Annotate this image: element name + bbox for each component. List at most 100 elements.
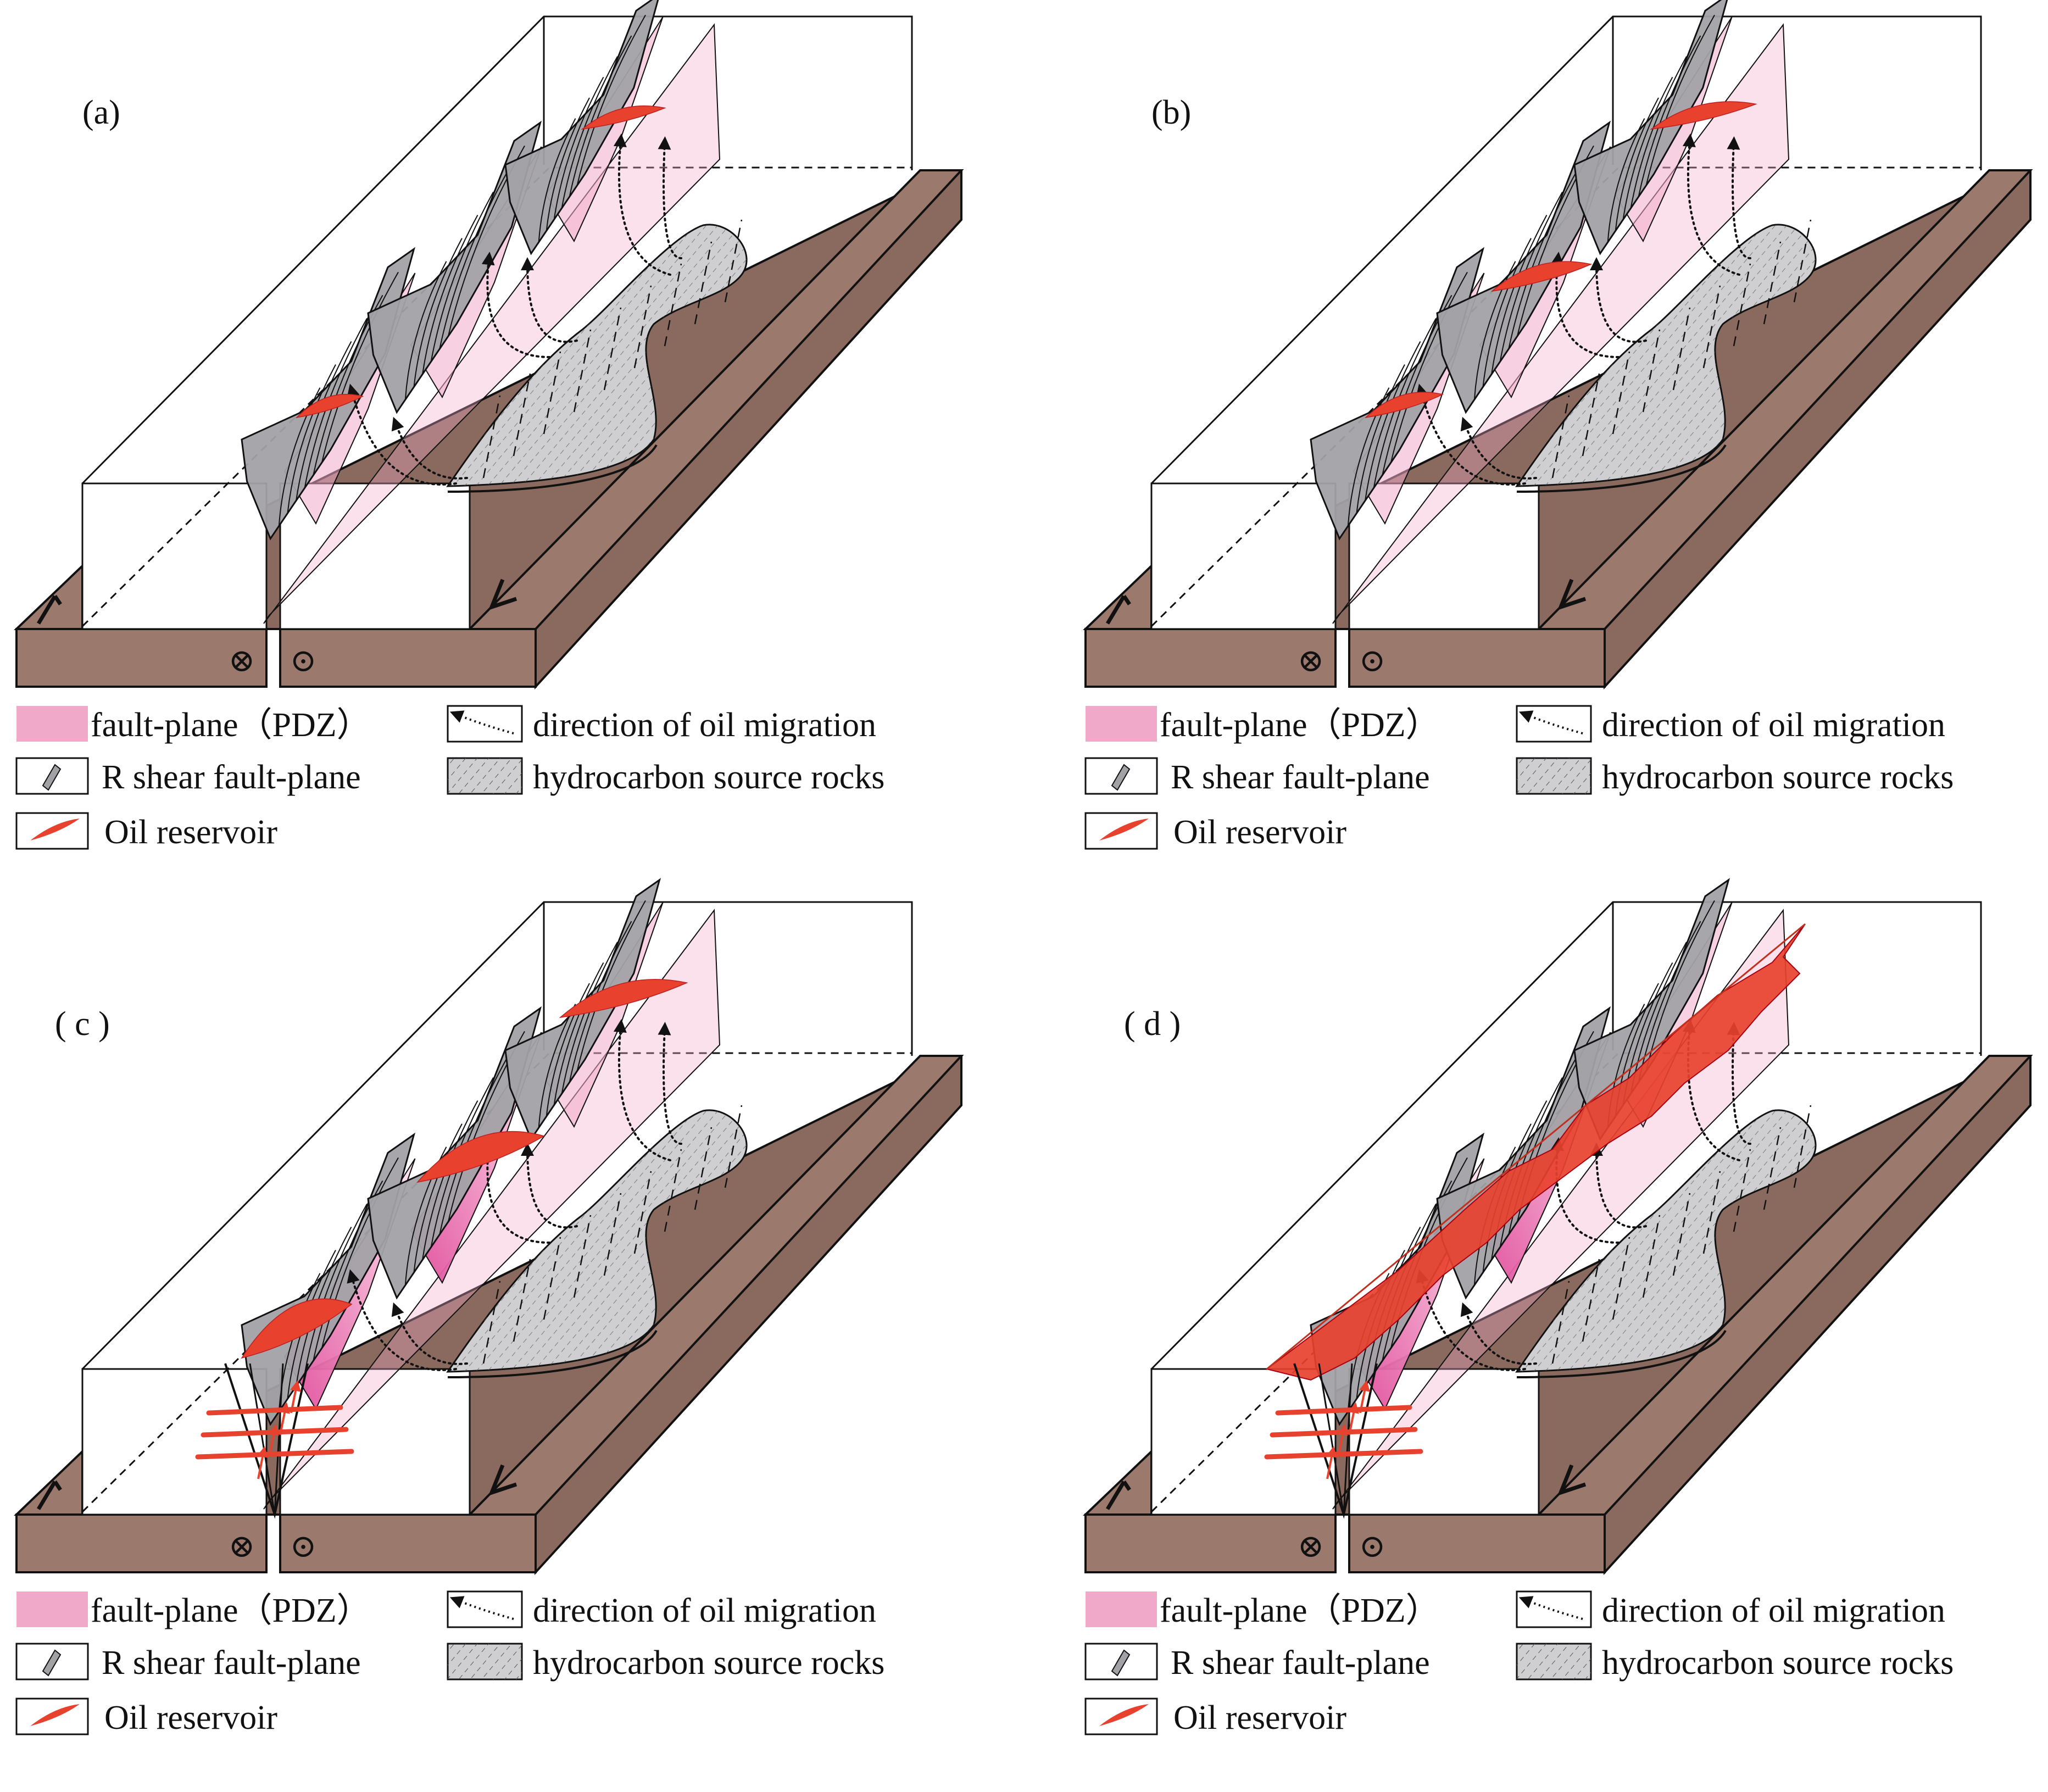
legend-source-hatch xyxy=(448,1644,522,1679)
legend-swatch-fault-plane xyxy=(16,1591,88,1627)
flower-migration-arrow xyxy=(268,1424,279,1457)
fault-rib-line xyxy=(1365,341,1421,501)
source-rock-dash-line xyxy=(1793,1105,1812,1188)
flower-migration-arrow xyxy=(1359,1380,1370,1413)
legend-label-source: hydrocarbon source rocks xyxy=(533,1644,884,1682)
fault-rib-line xyxy=(413,238,463,387)
legend-label-r-shear: R shear fault-plane xyxy=(102,1644,361,1682)
fault-rib-line xyxy=(546,983,590,1117)
box-top-edges xyxy=(1150,901,1982,1370)
flower-migration-arrow xyxy=(1326,1446,1337,1479)
into-page-symbol: ⊗ xyxy=(1298,1528,1324,1564)
into-page-symbol: ⊗ xyxy=(229,1528,255,1564)
migration-arrow xyxy=(1590,1143,1647,1229)
fault-rib-line xyxy=(553,962,604,1105)
source-rock-dash-line xyxy=(1551,395,1570,478)
oil-reservoir-ridge xyxy=(1266,923,1806,1370)
legend-label-source: hydrocarbon source rocks xyxy=(533,759,884,796)
fault-rib-line xyxy=(1615,97,1659,231)
basement-front-left xyxy=(1084,628,1337,688)
legend-source-hatch xyxy=(448,758,522,794)
source-rock-thickness xyxy=(447,1329,658,1378)
legend-migration-icon xyxy=(449,1596,514,1620)
source-rock-dash-line xyxy=(1582,373,1600,457)
flower-oil-lens xyxy=(1275,1405,1412,1416)
source-rock-dash-line xyxy=(664,1149,682,1232)
out-of-page-symbol: ⊙ xyxy=(290,643,317,678)
into-page-symbol: ⊗ xyxy=(229,643,255,678)
flower-migration-arrow xyxy=(290,1380,301,1413)
source-rock-dash-line xyxy=(543,351,561,435)
migration-arrow xyxy=(658,1022,682,1145)
shear-segment-3 xyxy=(504,0,664,255)
source-rock-body xyxy=(446,219,748,493)
sediment-box xyxy=(81,901,919,1516)
out-of-page-symbol: ⊙ xyxy=(1359,1528,1386,1564)
fault-rib-line xyxy=(553,76,604,220)
legend-label-fault-plane: fault-plane（PDZ） xyxy=(91,1592,371,1629)
fault-rib-line xyxy=(546,97,590,231)
box-top-edges xyxy=(81,15,913,485)
legend-label-r-shear: R shear fault-plane xyxy=(1171,1644,1430,1682)
migration-arrow xyxy=(481,252,550,358)
fault-rib-line xyxy=(538,118,576,242)
migration-arrow xyxy=(1682,133,1740,276)
migration-arrow xyxy=(1416,1269,1526,1371)
fault-rib-line xyxy=(1645,14,1715,186)
oil-reservoir xyxy=(581,105,666,130)
box-hidden-edge xyxy=(81,1052,912,1513)
basement-left-top xyxy=(14,563,84,630)
box-front-left xyxy=(1150,482,1337,630)
source-rock-dash-line xyxy=(1551,1281,1570,1364)
source-rock-dash-line xyxy=(694,241,713,325)
oil-reservoir xyxy=(295,393,364,419)
fault-rib-line xyxy=(561,942,618,1094)
box-top-edges xyxy=(1150,15,1982,485)
fault-rib-line xyxy=(304,1203,368,1374)
migration-arrow xyxy=(347,383,457,486)
source-rock-dash-line xyxy=(1612,351,1630,435)
legend-swatch-fault-plane xyxy=(1086,1591,1157,1627)
legend-label-r-shear: R shear fault-plane xyxy=(1171,759,1430,796)
source-rock-hatch xyxy=(448,224,747,486)
oil-reservoir xyxy=(559,979,688,1019)
oil-reservoir xyxy=(416,1131,545,1183)
source-rock-thickness xyxy=(1516,444,1727,493)
sediment-box xyxy=(1150,15,1988,630)
fault-rib-line xyxy=(1390,271,1468,463)
legend-label-r-shear: R shear fault-plane xyxy=(102,759,361,796)
migration-arrow xyxy=(1590,257,1647,343)
migration-arrow xyxy=(391,1302,468,1365)
panel-label: (a) xyxy=(82,94,120,131)
basement-front-left xyxy=(15,1513,268,1573)
migration-arrow xyxy=(1460,416,1537,480)
basement-front-right xyxy=(1348,1513,1606,1573)
box-right-edge xyxy=(469,1058,919,1516)
fault-rib-line xyxy=(1645,900,1715,1071)
basement-left-top xyxy=(14,1449,84,1516)
legend-r-shear-icon xyxy=(1111,1649,1131,1677)
source-rock-dash-line xyxy=(1642,1215,1661,1298)
shear-segment-3 xyxy=(1573,0,1733,255)
source-rock-body xyxy=(1515,1105,1817,1378)
fault-rib-line xyxy=(321,1157,399,1349)
source-rock-body xyxy=(446,1105,748,1378)
legend-oil-icon xyxy=(1099,819,1149,841)
fault-rib-line xyxy=(561,56,618,209)
fault-rib-line xyxy=(1482,238,1532,387)
box-right-edge xyxy=(1538,1058,1988,1516)
source-rock-dash-line xyxy=(1612,1237,1630,1320)
box-front-left xyxy=(81,1368,268,1516)
fault-rib-line xyxy=(287,364,336,514)
out-of-page-symbol: ⊙ xyxy=(290,1528,317,1564)
source-rock-dash-line xyxy=(1672,307,1691,391)
sinistral-arrow-left xyxy=(1105,595,1131,625)
legend-r-shear-icon xyxy=(42,764,62,791)
migration-arrow xyxy=(347,1269,457,1371)
sinistral-arrow-left xyxy=(1105,1481,1131,1510)
fault-rib-line xyxy=(422,1100,478,1260)
source-rock-hatch xyxy=(1517,224,1816,486)
